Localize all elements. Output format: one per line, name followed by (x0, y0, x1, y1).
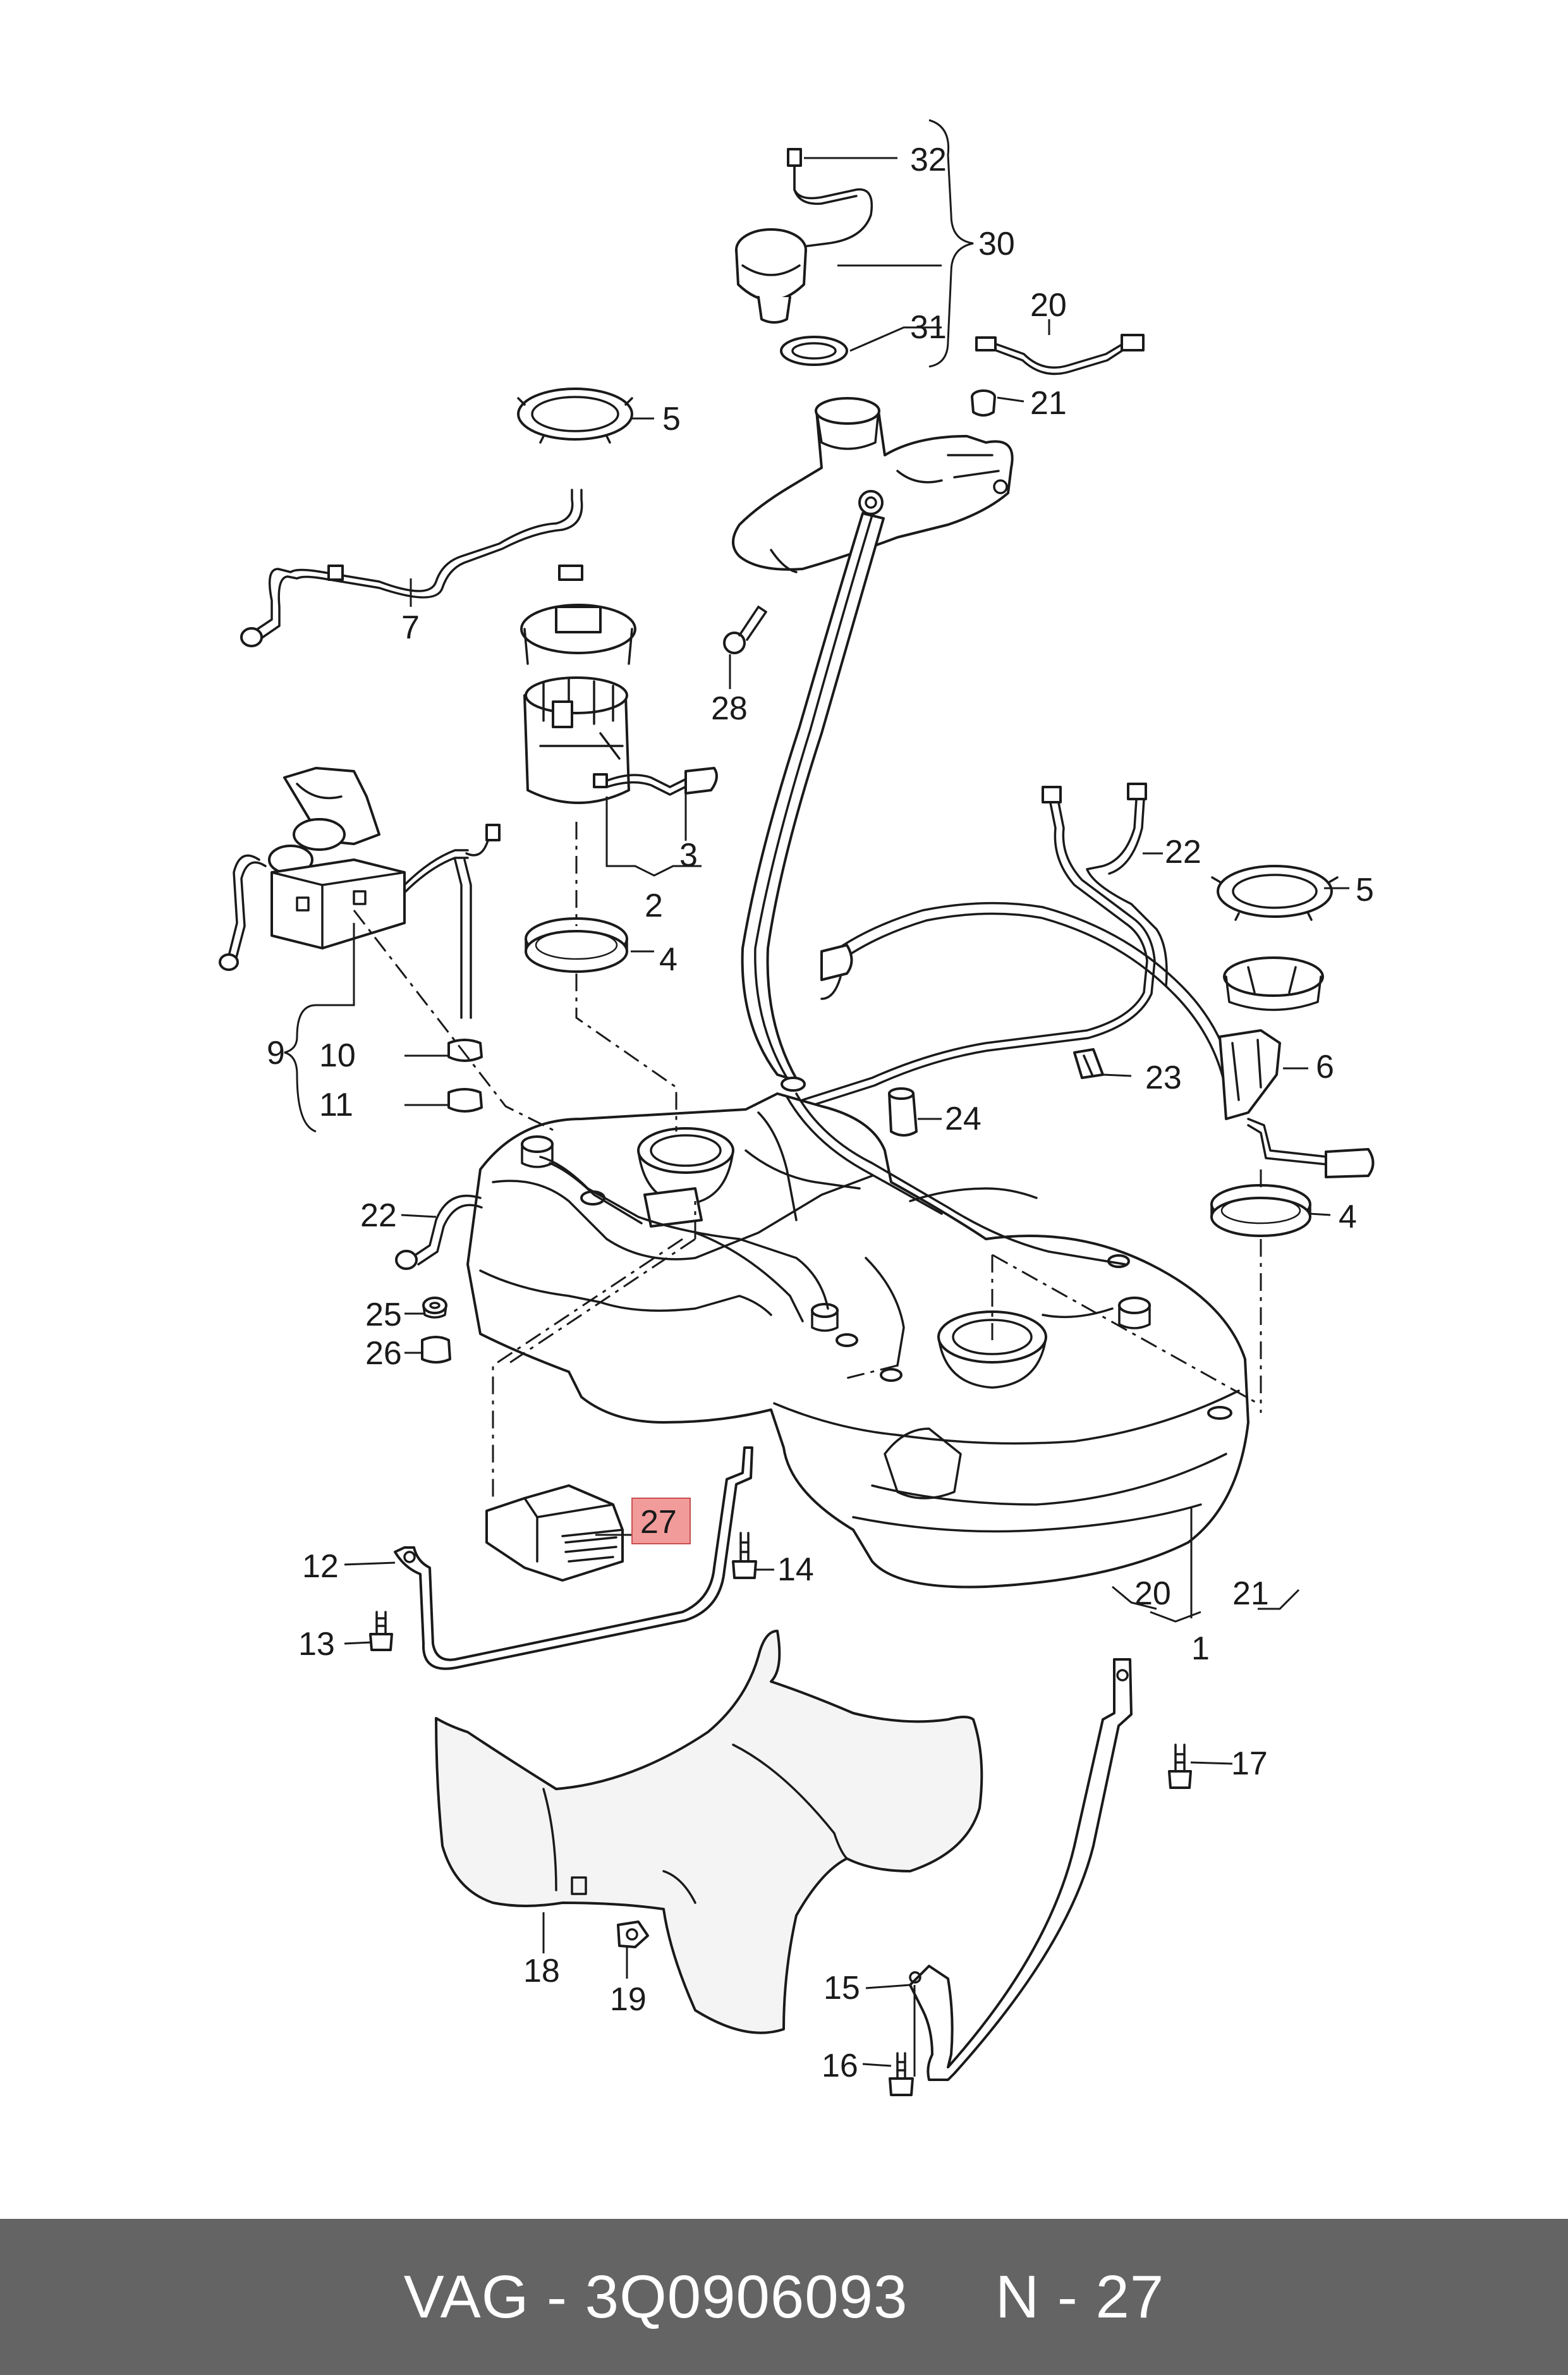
part-28-bolt (723, 606, 767, 654)
fuel-tank-exploded-diagram: 32 30 31 20 21 5 7 28 3 2 4 22 5 6 23 24… (219, 119, 1375, 2096)
callout-16: 16 (822, 2048, 858, 2084)
callout-27: 27 (640, 1504, 677, 1541)
part-9-valve-assembly (219, 767, 501, 1019)
ventilation-line-main (820, 901, 1240, 1117)
callout-26: 26 (365, 1335, 402, 1372)
part-25-cap (422, 1297, 447, 1319)
part-14-bolt (732, 1532, 757, 1579)
part-3-pump-harness (605, 767, 718, 796)
callout-22-left: 22 (360, 1197, 397, 1234)
callout-30: 30 (978, 226, 1015, 262)
part-15-tank-strap (909, 1658, 1133, 2081)
callout-20-bottom: 20 (1134, 1575, 1171, 1612)
callout-3: 3 (679, 837, 698, 874)
callout-4-right: 4 (1339, 1199, 1357, 1235)
part-21-grommet-top (971, 389, 996, 417)
callout-22-top: 22 (1165, 834, 1201, 870)
part-5-locking-ring-right (1211, 865, 1339, 921)
callout-19: 19 (610, 1981, 647, 2018)
part-27-highlight-box (631, 1498, 691, 1544)
part-27-fuel-pump-control-unit (485, 1484, 624, 1582)
fuel-tank-body (466, 1077, 1249, 1589)
callout-28: 28 (711, 690, 748, 727)
part-13-bolt (369, 1611, 393, 1651)
callout-31: 31 (910, 309, 947, 346)
callout-13: 13 (298, 1626, 335, 1663)
callout-18: 18 (523, 1953, 560, 1989)
callout-15: 15 (824, 1970, 860, 2006)
leader-lines (284, 119, 1349, 2077)
callout-5-top: 5 (662, 401, 681, 437)
part-26-cap (421, 1336, 451, 1364)
callout-5-right: 5 (1356, 872, 1374, 908)
filler-neck (732, 397, 1014, 1082)
callout-7: 7 (401, 609, 420, 646)
part-6-fuel-level-sender (1219, 956, 1375, 1178)
callout-6: 6 (1316, 1049, 1334, 1085)
callout-23: 23 (1145, 1059, 1182, 1096)
callout-4-left: 4 (659, 941, 678, 978)
callout-25: 25 (365, 1297, 402, 1333)
part-32-sensor (787, 148, 873, 249)
part-23-clip (1073, 1048, 1104, 1079)
part-18-heat-shield (435, 1630, 983, 2034)
part-31-seal-ring (780, 336, 848, 366)
callout-9: 9 (267, 1035, 285, 1071)
callout-10: 10 (319, 1037, 356, 1074)
callout-14: 14 (777, 1551, 814, 1588)
part-4-seal-left (525, 917, 628, 973)
callout-17: 17 (1231, 1745, 1268, 1782)
part-4-seal-right (1210, 1184, 1311, 1237)
part-5-locking-ring-left (517, 388, 633, 444)
part-24-cap (888, 1087, 918, 1137)
part-12-tank-strap (394, 1446, 753, 1670)
callout-numbers: 32 30 31 20 21 5 7 28 3 2 4 22 5 6 23 24… (267, 142, 1374, 2084)
part-20-hose-top (975, 334, 1145, 375)
part-22-vent-line-left (395, 1194, 483, 1270)
part-number-footer: VAG - 3Q0906093 N - 27 (0, 2219, 1568, 2375)
callout-32: 32 (910, 142, 947, 178)
part-17-bolt (1168, 1743, 1192, 1789)
callout-20-top: 20 (1030, 287, 1067, 324)
callout-12: 12 (302, 1548, 339, 1585)
callout-2: 2 (645, 888, 663, 924)
part-11-clip (447, 1088, 483, 1113)
footer-part-number: VAG - 3Q0906093 N - 27 (403, 2262, 1165, 2331)
part-22-vent-lines-top (801, 783, 1168, 1109)
part-7-wiring-harness (240, 489, 583, 647)
callout-21-bottom: 21 (1232, 1575, 1269, 1612)
assembly-lines (353, 822, 1262, 1498)
part-2-fuel-delivery-unit (520, 604, 636, 804)
callout-21-top: 21 (1030, 385, 1067, 422)
part-30-filler-cap (735, 228, 807, 324)
callout-1: 1 (1191, 1630, 1210, 1667)
part-10-clip (447, 1039, 483, 1062)
part-19-nut (617, 1920, 649, 1948)
callout-24: 24 (945, 1101, 982, 1137)
callout-11: 11 (319, 1087, 353, 1123)
part-16-bolt (889, 2052, 914, 2096)
